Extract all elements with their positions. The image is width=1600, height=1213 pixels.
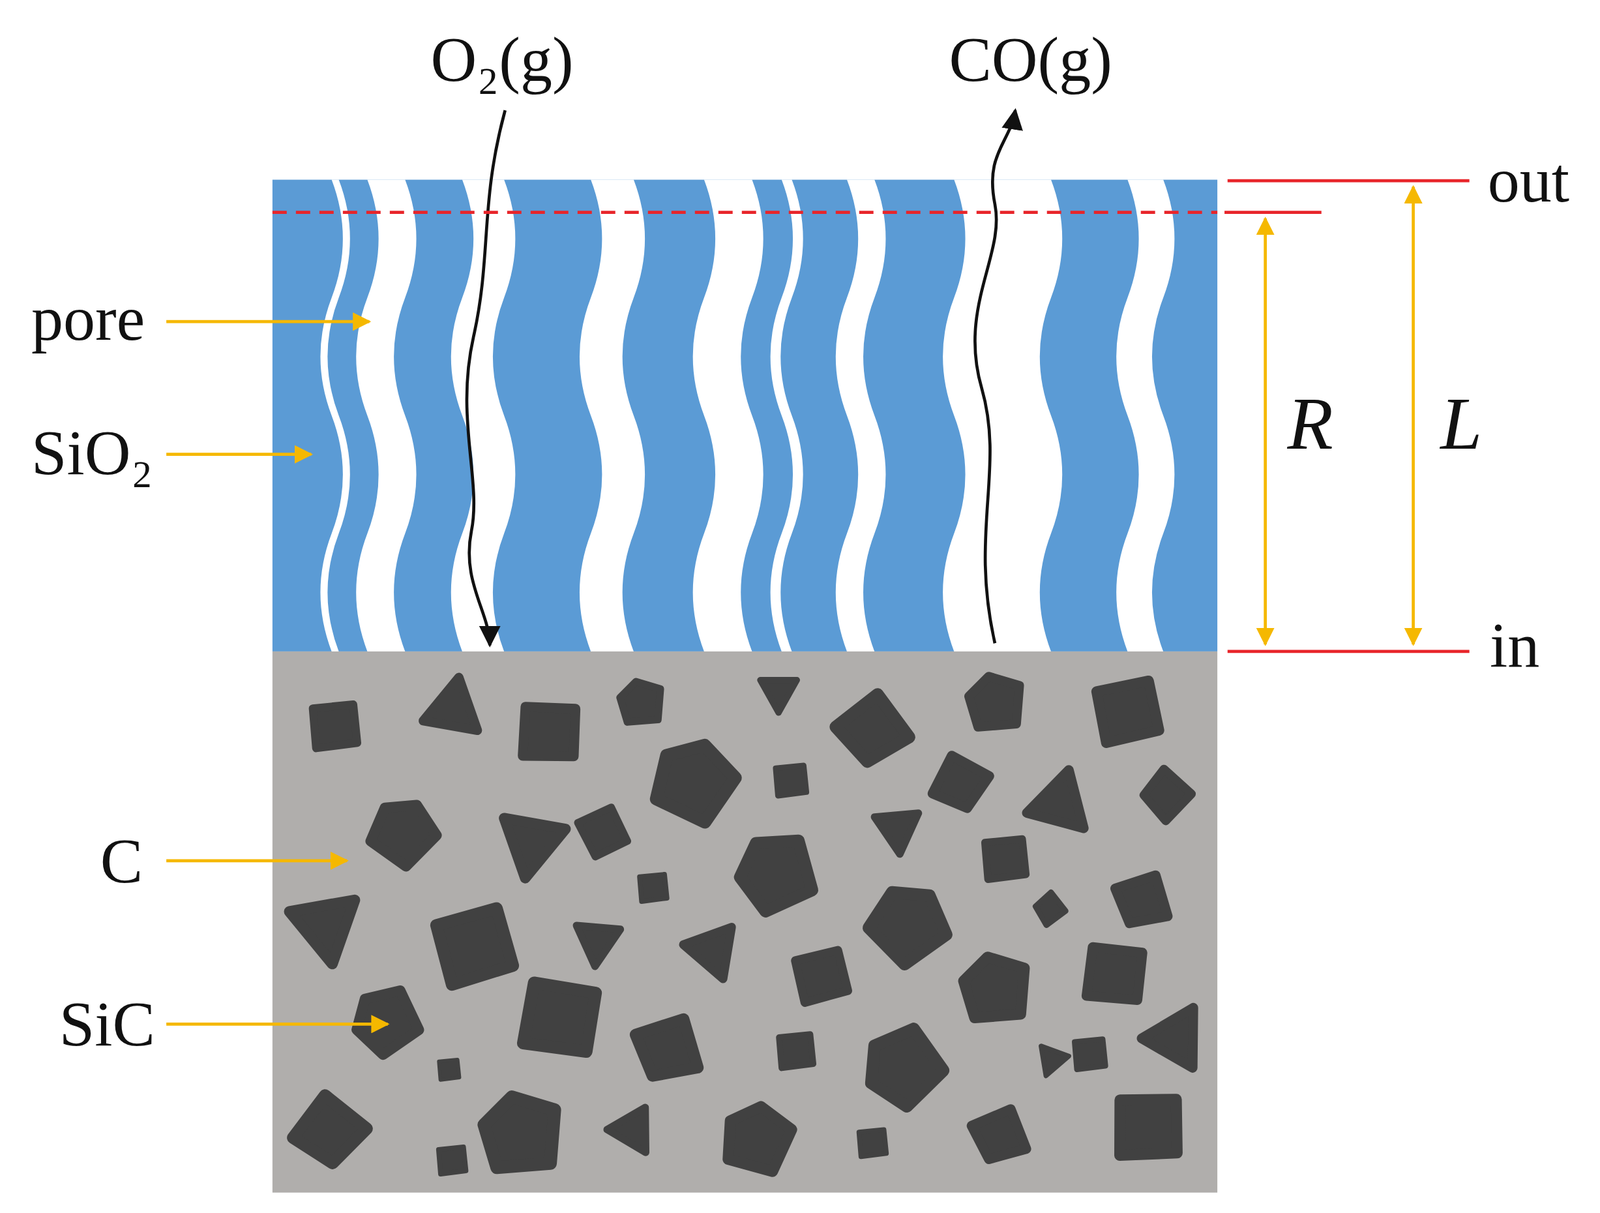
gas-label: CO(g) (948, 27, 1112, 92)
boundary-label: in (1489, 612, 1540, 677)
gas-label: O₂(g) (430, 27, 574, 92)
dimension-label: L (1440, 385, 1482, 461)
dimension-label: R (1287, 385, 1333, 461)
part-label: SiO₂ (31, 420, 154, 485)
leader-arrows (166, 321, 388, 1024)
co-path (974, 110, 1016, 643)
pores (320, 179, 1175, 652)
part-label: C (100, 828, 143, 893)
part-label: pore (31, 286, 145, 351)
reference-lines (272, 180, 1470, 652)
boundary-label: out (1487, 148, 1570, 212)
dimension-arrows (1265, 187, 1414, 645)
silica-layer (272, 179, 1218, 652)
carbon-matrix (272, 651, 1218, 1193)
oxygen-path (466, 110, 506, 645)
sic-particles (284, 672, 1220, 1176)
part-label: SiC (59, 991, 156, 1056)
